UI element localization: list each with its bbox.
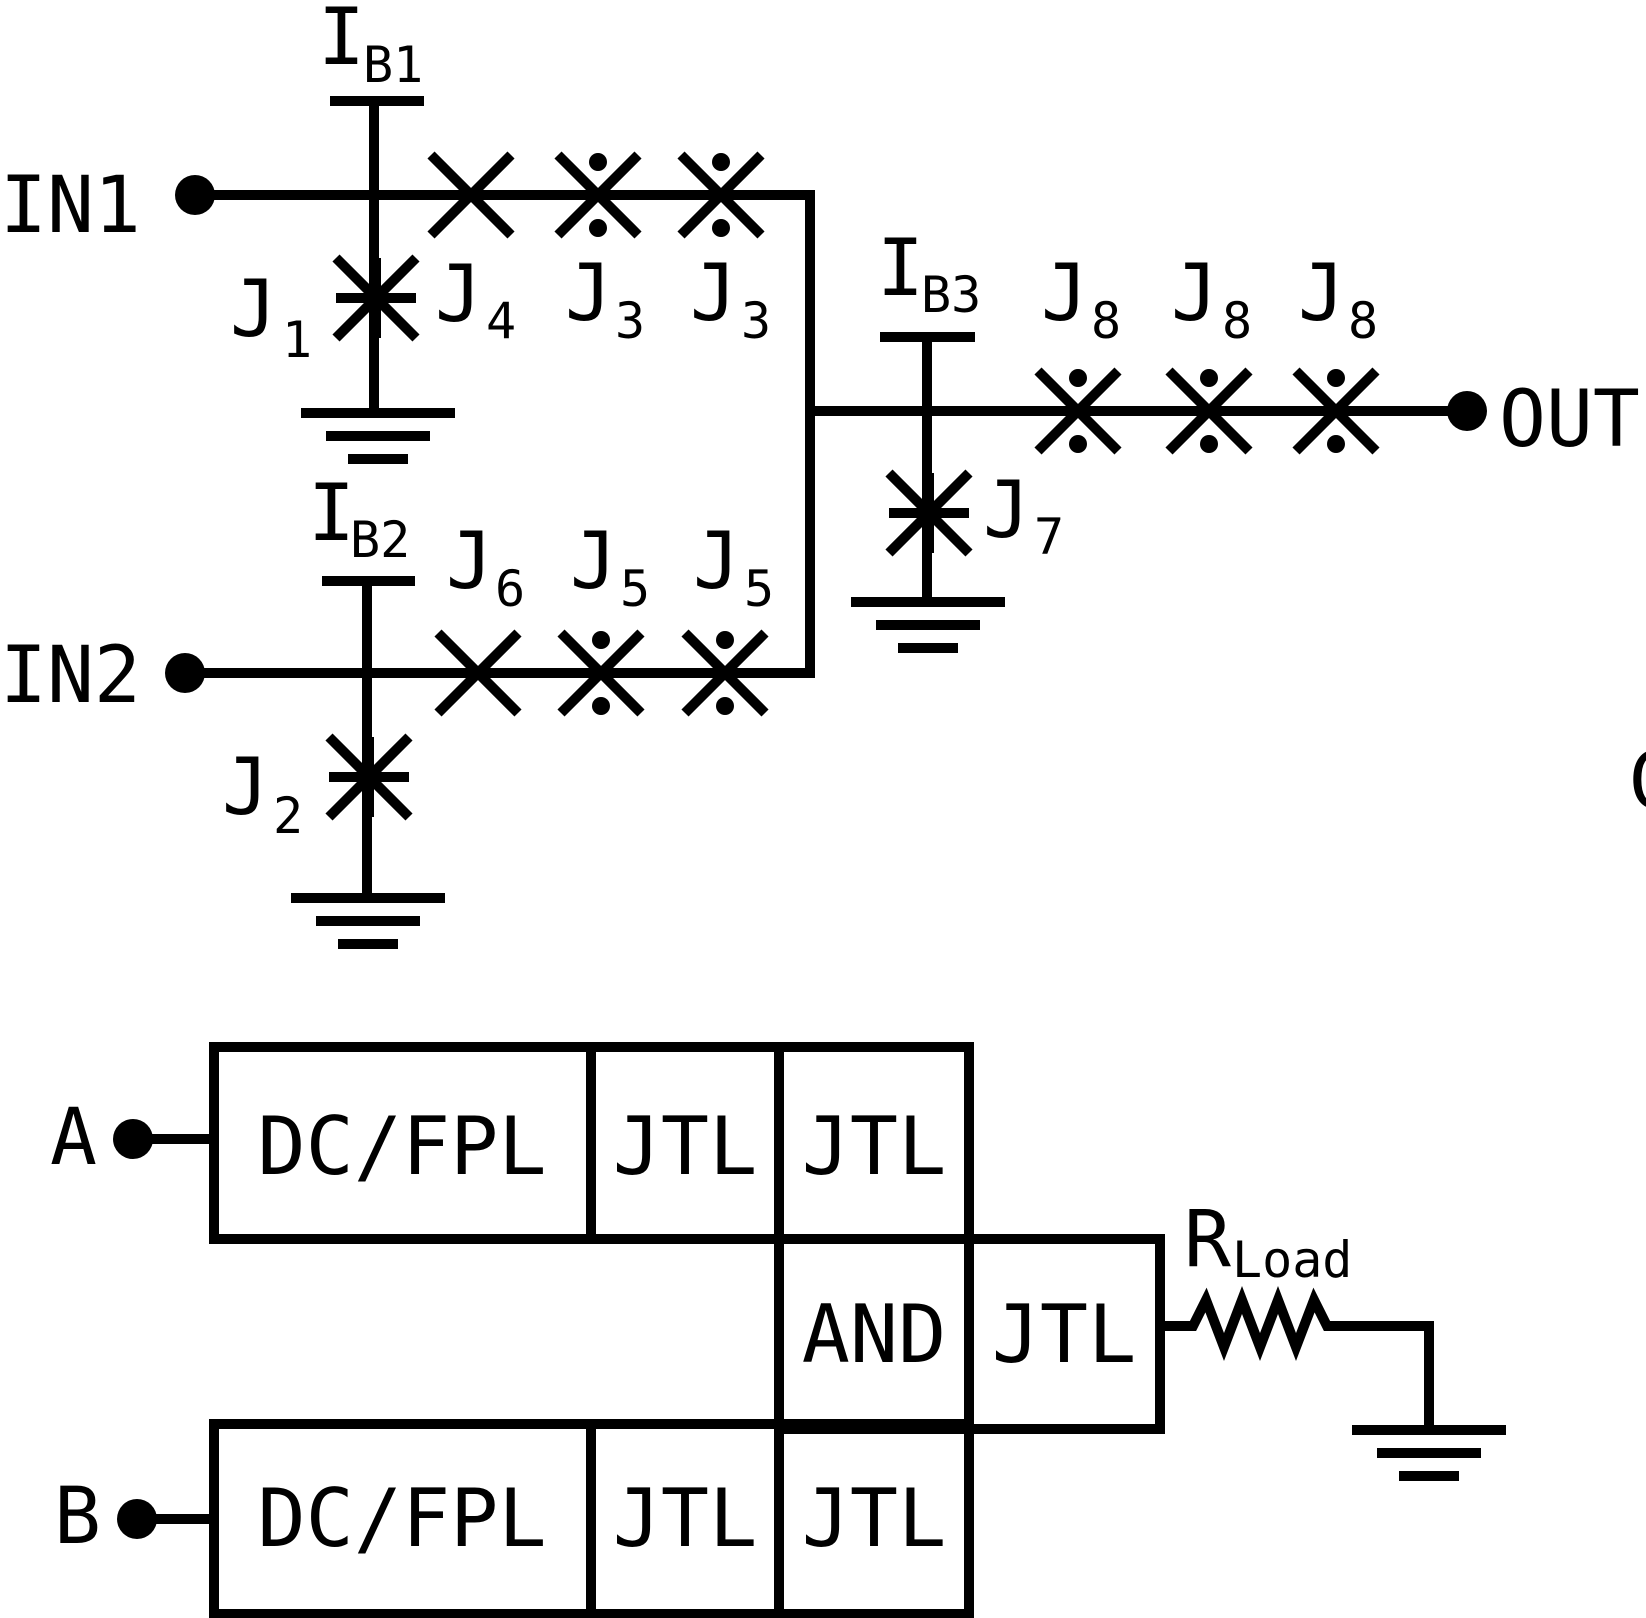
label-rload: R Load [1184, 1195, 1352, 1289]
label-j7: J 7 [983, 466, 1064, 566]
svg-text:5: 5 [620, 560, 650, 618]
svg-text:2: 2 [273, 787, 303, 845]
block-jtl-b2 [774, 1419, 974, 1618]
label-input-a: A [50, 1093, 97, 1183]
svg-text:J: J [1298, 249, 1345, 339]
label-j3b: J 3 [690, 249, 771, 350]
svg-text:B1: B1 [363, 36, 423, 94]
label-in1: IN1 [0, 161, 141, 251]
svg-text:J: J [222, 743, 269, 833]
block-jtl-out [964, 1234, 1165, 1434]
label-in2: IN2 [0, 631, 141, 721]
svg-text:J: J [983, 466, 1030, 556]
label-ib2: I B2 [308, 469, 410, 569]
svg-text:6: 6 [495, 560, 525, 618]
block-label-jtl-a1: JTL [613, 1100, 758, 1193]
label-j6: J 6 [446, 517, 525, 618]
svg-text:7: 7 [1034, 508, 1064, 566]
ground-j1 [301, 413, 455, 459]
label-j1: J 1 [230, 265, 312, 369]
svg-text:8: 8 [1348, 292, 1378, 350]
wire-in1 [185, 190, 815, 678]
junction-j7 [889, 473, 969, 553]
svg-text:J: J [230, 265, 277, 355]
block-label-jtl-b2: JTL [802, 1472, 947, 1565]
svg-text:8: 8 [1222, 292, 1252, 350]
block-label-and: AND [802, 1288, 947, 1381]
label-j8a: J 8 [1041, 249, 1121, 350]
label-j5a: J 5 [570, 517, 650, 618]
svg-text:1: 1 [282, 311, 312, 369]
svg-text:8: 8 [1091, 292, 1121, 350]
label-j8c: J 8 [1298, 249, 1378, 350]
svg-text:J: J [435, 250, 482, 340]
ground-j7 [851, 602, 1005, 648]
label-j2: J 2 [222, 743, 303, 845]
block-diagram [133, 1042, 1434, 1618]
load-resistor [1160, 1286, 1434, 1430]
junction-j2 [329, 737, 409, 817]
svg-text:5: 5 [744, 560, 774, 618]
ground-j2 [291, 898, 445, 944]
block-label-jtl-b1: JTL [613, 1472, 758, 1565]
svg-text:J: J [693, 517, 740, 607]
svg-text:J: J [570, 517, 617, 607]
label-input-b: B [54, 1472, 101, 1562]
svg-text:J: J [1171, 249, 1218, 339]
svg-text:J: J [690, 249, 737, 339]
svg-text:R: R [1184, 1195, 1231, 1285]
svg-text:4: 4 [486, 292, 516, 350]
svg-text:B3: B3 [921, 266, 981, 324]
label-ib1: I B1 [318, 0, 423, 94]
svg-text:3: 3 [615, 292, 645, 350]
label-partial: C [1628, 737, 1646, 827]
block-label-jtl-a2: JTL [802, 1100, 947, 1193]
label-j5b: J 5 [693, 517, 774, 618]
ground-load [1352, 1430, 1506, 1476]
block-label-dcfpl-a: DC/FPL [258, 1100, 547, 1193]
label-out: OUT [1499, 375, 1640, 465]
block-label-dcfpl-b: DC/FPL [258, 1472, 547, 1565]
svg-text:J: J [446, 517, 493, 607]
input-b-dot [117, 1499, 157, 1539]
svg-text:Load: Load [1232, 1231, 1352, 1289]
svg-text:I: I [308, 469, 355, 559]
block-label-jtl-out: JTL [992, 1288, 1137, 1381]
svg-text:3: 3 [741, 292, 771, 350]
svg-text:B2: B2 [350, 511, 410, 569]
input-a-dot [113, 1119, 153, 1159]
svg-text:J: J [1041, 249, 1088, 339]
junction-j1 [336, 258, 416, 338]
label-ib3: I B3 [877, 224, 981, 324]
svg-text:I: I [877, 224, 924, 314]
svg-text:J: J [565, 249, 612, 339]
port-out-dot [1447, 391, 1487, 431]
port-in2-dot [165, 653, 205, 693]
label-j4: J 4 [435, 250, 516, 350]
svg-text:I: I [318, 0, 365, 83]
port-in1-dot [175, 175, 215, 215]
label-j8b: J 8 [1171, 249, 1252, 350]
label-j3a: J 3 [565, 249, 645, 350]
